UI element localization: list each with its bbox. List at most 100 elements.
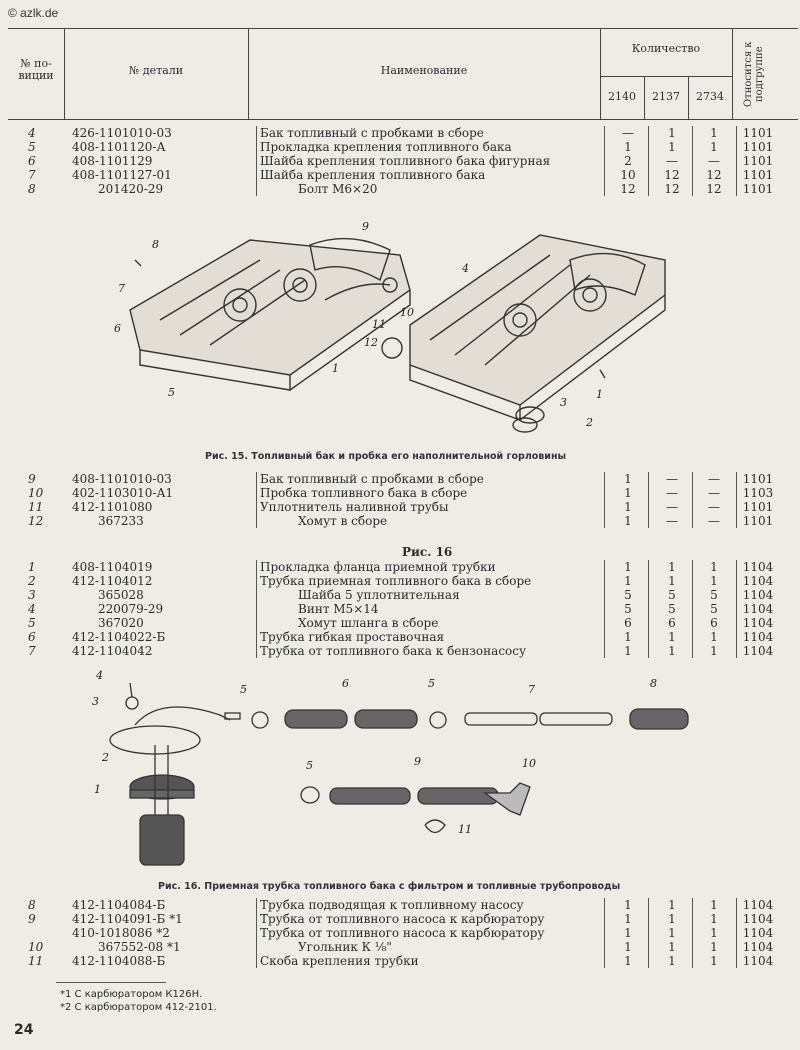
part-name: Трубка от топливного насоса к карбюратор… (260, 912, 545, 926)
part-number: 408-1101127-01 (72, 168, 172, 182)
position-number: 8 (28, 182, 36, 196)
position-number: 7 (28, 644, 36, 658)
column-rule (604, 126, 605, 196)
table-row: 410-1018086 *2 Трубка от топливного насос… (8, 926, 798, 940)
qty-2140: 1 (624, 574, 632, 588)
qty-2140: 1 (624, 926, 632, 940)
position-number: 6 (28, 154, 36, 168)
part-number: 408-1101120-А (72, 140, 166, 154)
qty-2140: 1 (624, 644, 632, 658)
part-name: Трубка от топливного насоса к карбюратор… (260, 926, 545, 940)
part-name: Хомут шланга в сборе (298, 616, 439, 630)
qty-2137: 5 (668, 602, 676, 616)
subgroup: 1104 (742, 560, 774, 574)
subgroup: 1101 (742, 500, 774, 514)
part-number: 201420-29 (98, 182, 164, 196)
column-rule (256, 898, 257, 968)
part-number: 412-1104042 (72, 644, 153, 658)
table-header: № по- виции № детали Наименование Количе… (8, 28, 798, 120)
qty-2137: — (666, 486, 678, 500)
position-number: 4 (28, 602, 36, 616)
part-number: 408-1101010-03 (72, 472, 172, 486)
footnote-separator (56, 982, 166, 983)
callout-label: 10 (400, 306, 414, 319)
qty-2734: 1 (710, 912, 718, 926)
qty-2137: 1 (668, 912, 676, 926)
footnote-1: *1 С карбюратором К126Н. (60, 989, 203, 1000)
part-name: Хомут в сборе (298, 514, 388, 528)
callout-label: 9 (414, 755, 421, 768)
part-number: 408-1101129 (72, 154, 153, 168)
col-pos-header: № по- виции (18, 57, 54, 82)
part-number: 365028 (98, 588, 144, 602)
column-rule (256, 560, 257, 658)
qty-2140: 1 (624, 898, 632, 912)
part-number: 367552-08 *1 (98, 940, 181, 954)
part-number: 367233 (98, 514, 144, 528)
qty-2734: — (708, 472, 720, 486)
qty-2137: 1 (668, 574, 676, 588)
qty-2140: 12 (620, 182, 636, 196)
part-name: Прокладка фланца приемной трубки (260, 560, 496, 574)
column-rule (736, 126, 737, 196)
figure-16-heading: Рис. 16 (402, 545, 453, 559)
qty-2140: 1 (624, 940, 632, 954)
qty-2734: 1 (710, 644, 718, 658)
qty-2137: 12 (664, 182, 680, 196)
position-number: 10 (28, 940, 44, 954)
position-number: 6 (28, 630, 36, 644)
column-rule (604, 472, 605, 528)
qty-2734: 5 (710, 588, 718, 602)
position-number: 12 (28, 514, 44, 528)
subgroup: 1104 (742, 644, 774, 658)
subgroup: 1104 (742, 926, 774, 940)
part-number: 410-1018086 *2 (72, 926, 170, 940)
qty-2734: — (708, 500, 720, 514)
qty-2140: 1 (624, 140, 632, 154)
callout-label: 4 (95, 669, 103, 682)
qty-2140: 10 (620, 168, 636, 182)
footnotes: *1 С карбюратором К126Н. *2 С карбюратор… (60, 988, 217, 1014)
figure-15-caption: Рис. 15. Топливный бак и пробка его напо… (205, 451, 567, 462)
column-rule (692, 898, 693, 968)
callout-label: 12 (364, 336, 378, 349)
callout-label: 1 (332, 362, 339, 375)
part-number: 220079-29 (98, 602, 164, 616)
callout-label: 5 (306, 759, 313, 772)
callout-label: 7 (528, 683, 535, 696)
part-number: 412-1104088-Б (72, 954, 166, 968)
qty-2137: 1 (668, 126, 676, 140)
callout-label: 2 (101, 751, 109, 764)
position-number: 2 (28, 574, 36, 588)
subgroup: 1103 (742, 486, 774, 500)
column-rule (648, 126, 649, 196)
qty-2734: 12 (706, 182, 722, 196)
position-number: 8 (28, 898, 36, 912)
column-rule (736, 560, 737, 658)
qty-2137: 1 (668, 560, 676, 574)
callout-label: 8 (152, 238, 159, 251)
qty-2137: 1 (668, 926, 676, 940)
part-number: 412-1104012 (72, 574, 153, 588)
callout-label: 11 (458, 823, 472, 836)
part-name: Уплотнитель наливной трубы (260, 500, 449, 514)
qty-2140: 1 (624, 560, 632, 574)
qty-2140: 5 (624, 602, 632, 616)
position-number: 9 (28, 472, 36, 486)
callout-label: 5 (168, 386, 175, 399)
qty-2137: 1 (668, 898, 676, 912)
qty-2140: 1 (624, 912, 632, 926)
